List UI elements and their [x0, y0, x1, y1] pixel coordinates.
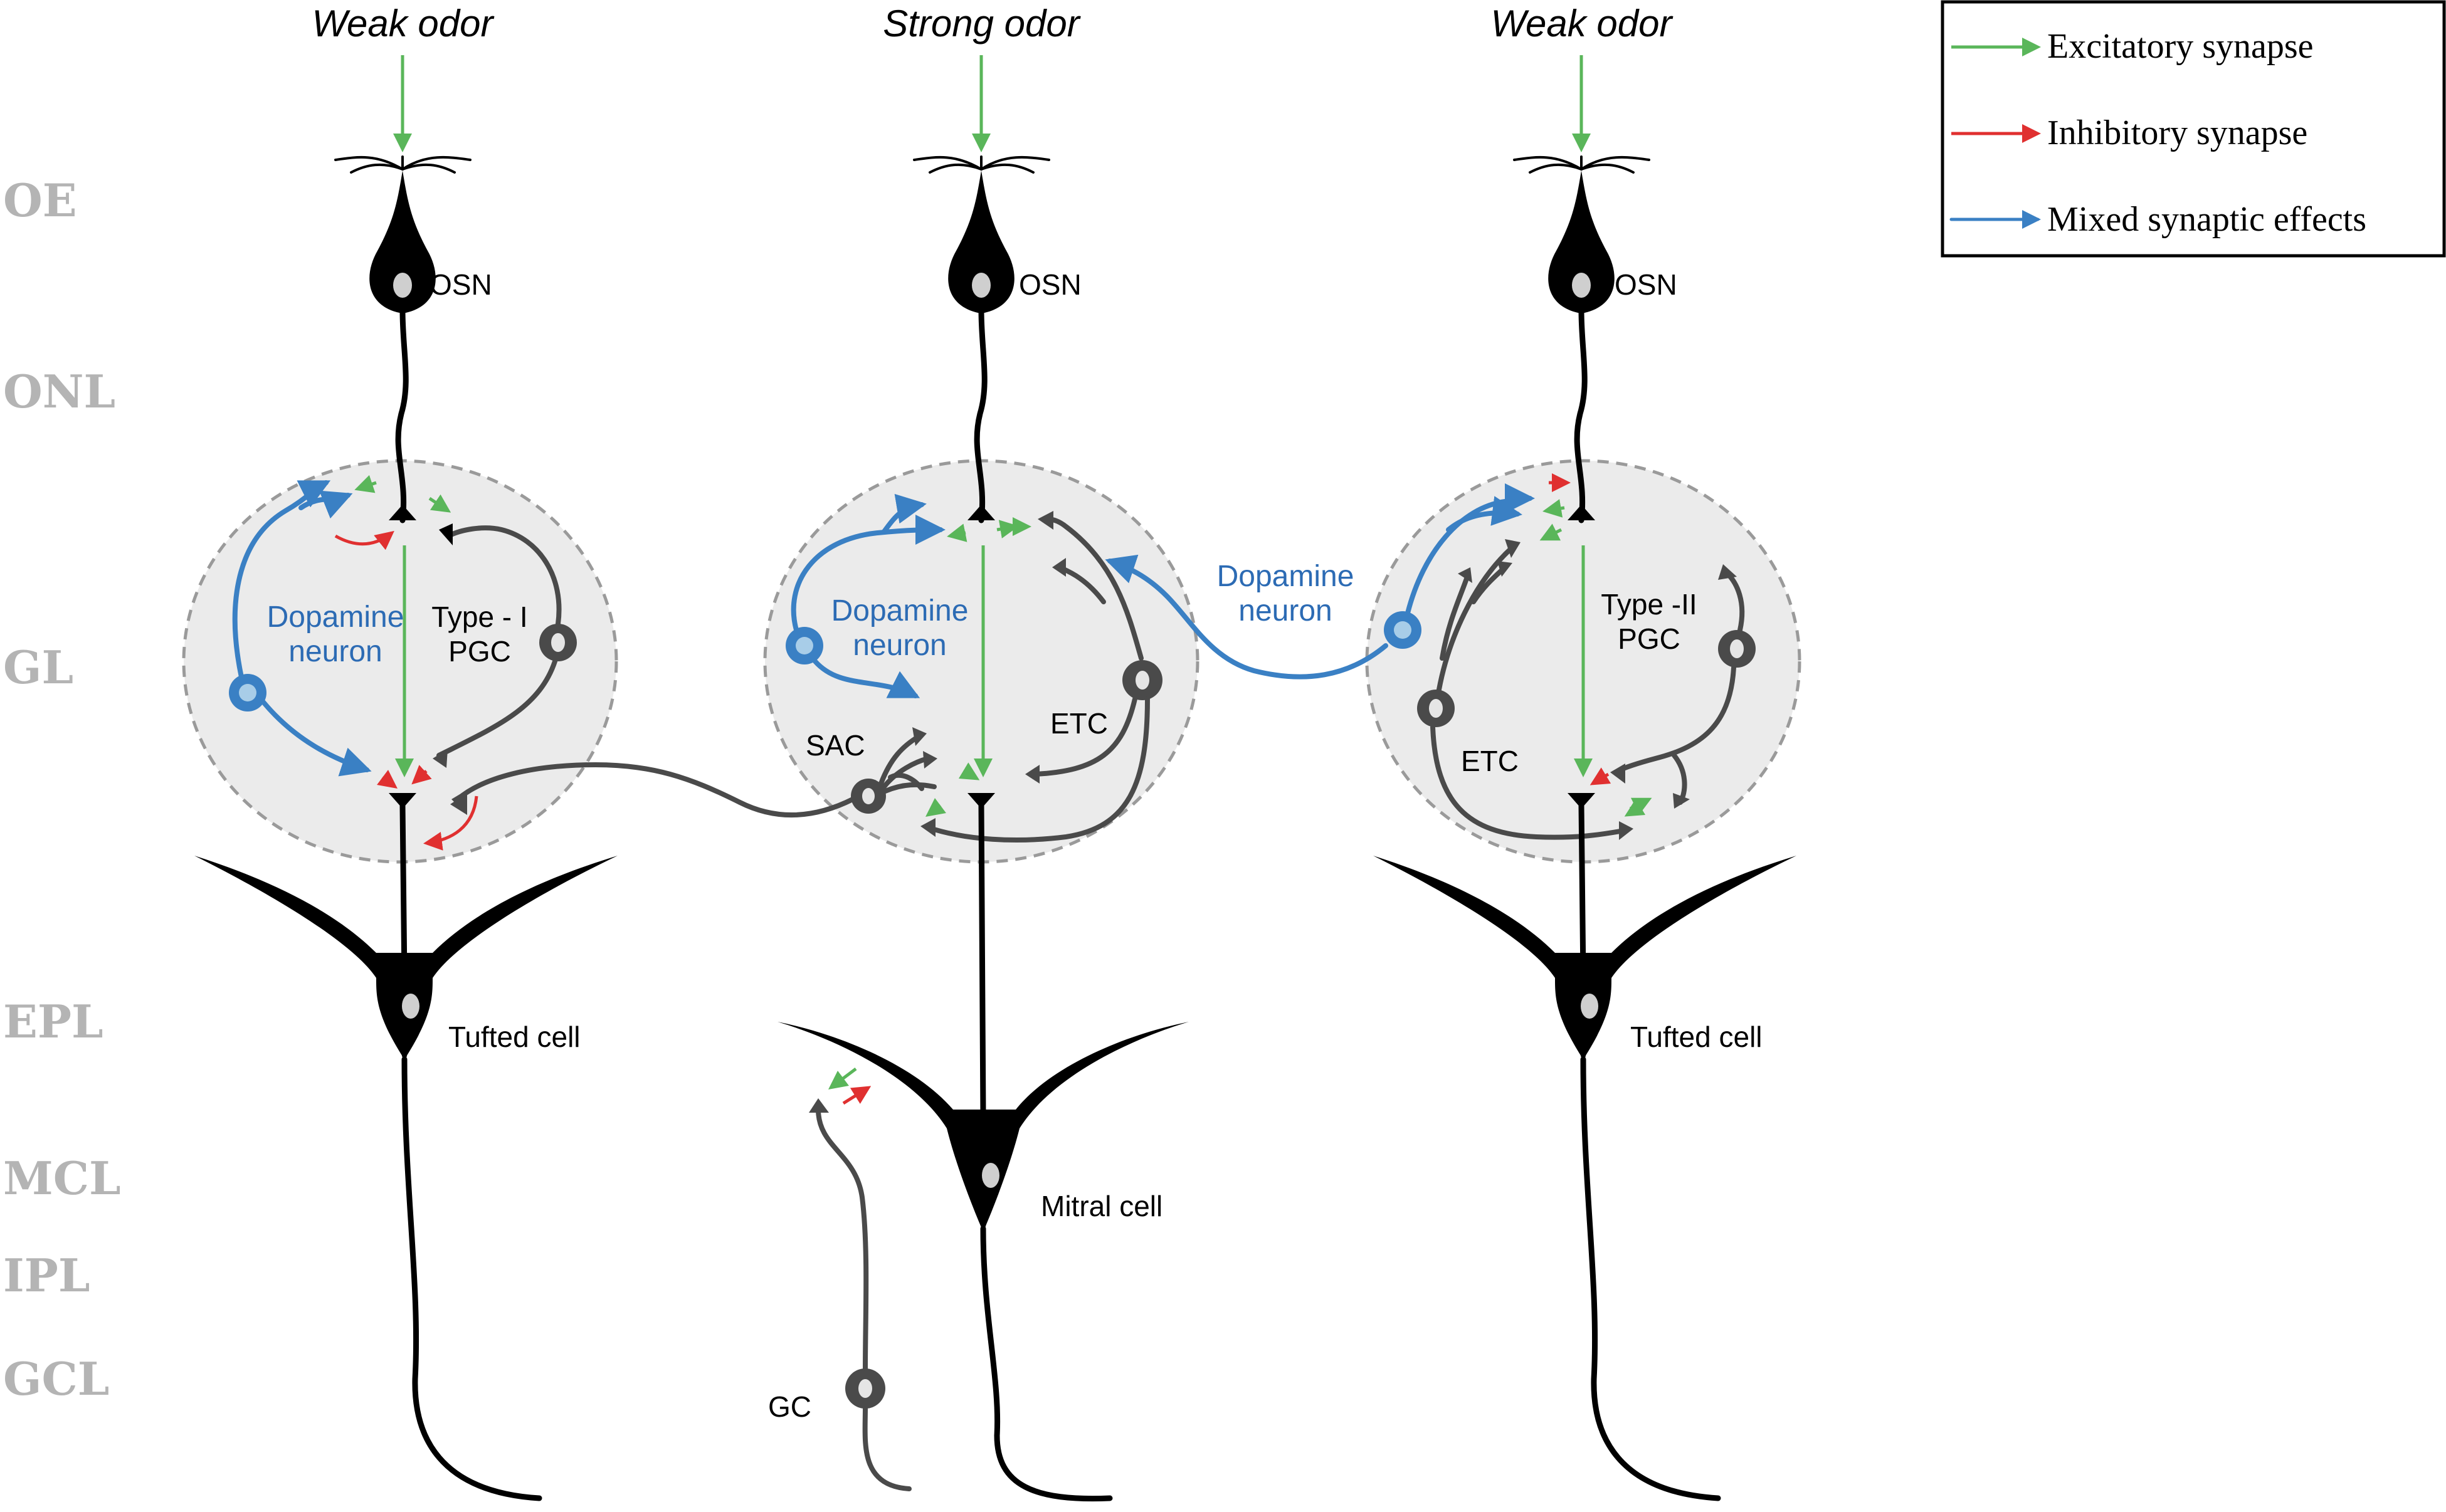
osn-label-right: OSN — [1615, 268, 1677, 301]
sac-middle: SAC — [450, 727, 937, 818]
etc-label-middle: ETC — [1050, 707, 1108, 740]
tufted-label-left: Tufted cell — [448, 1021, 581, 1053]
osn-cilia-middle — [913, 155, 1050, 174]
legend-mixed-label: Mixed synaptic effects — [2047, 200, 2366, 239]
osn-terminal-left — [389, 505, 416, 520]
odor-label-right: Weak odor — [1490, 3, 1673, 45]
tufted-cell-soma-right — [1373, 856, 1796, 1059]
etc-right: ETC — [1417, 539, 1633, 840]
glomeruli — [182, 459, 1801, 864]
legend: Excitatory synapse Inhibitory synapse Mi… — [1941, 0, 2446, 258]
dopamine-label-left-2: neuron — [288, 635, 382, 668]
dopamine-label-middle-1: Dopamine — [831, 594, 969, 627]
layer-ipl: IPL — [3, 1249, 90, 1302]
osn-soma-right — [1548, 171, 1615, 313]
sac-label: SAC — [806, 729, 865, 762]
osn-cilia-left — [334, 155, 472, 174]
type2-label-2: PGC — [1618, 622, 1680, 655]
column-left: Dopamine neuron Type - I PGC Tuf — [194, 155, 618, 1501]
tufted-cell-soma-left — [194, 856, 618, 1059]
gc-label: GC — [768, 1390, 811, 1423]
osn-soma-middle — [948, 171, 1015, 313]
tufted-axon-left — [401, 1056, 542, 1501]
dopamine-neuron-right: Dopamine neuron — [1105, 483, 1535, 680]
type1-pgc-left: Type - I PGC — [431, 523, 577, 768]
type1-label-2: PGC — [448, 635, 511, 668]
mitral-label: Mitral cell — [1041, 1190, 1162, 1222]
layer-oe: OE — [3, 174, 77, 227]
legend-excitatory-label: Excitatory synapse — [2047, 27, 2314, 66]
type1-label-1: Type - I — [431, 601, 527, 633]
dopamine-neuron-middle: Dopamine neuron — [786, 493, 969, 698]
osn-axon-left — [395, 307, 409, 523]
type2-pgc-right: Type -II PGC — [1601, 564, 1756, 809]
type2-label-1: Type -II — [1601, 588, 1697, 621]
osn-cilia-right — [1513, 155, 1650, 174]
layer-onl: ONL — [3, 365, 115, 418]
odor-inputs: Weak odor Strong odor Weak odor — [312, 3, 1674, 152]
granule-cell: GC — [768, 1098, 912, 1491]
dopamine-label-right-1: Dopamine — [1217, 560, 1354, 593]
tufted-label-right: Tufted cell — [1630, 1021, 1763, 1053]
osn-label-middle: OSN — [1019, 268, 1082, 301]
dopamine-neuron-left: Dopamine neuron — [229, 480, 404, 777]
etc-label-right: ETC — [1461, 745, 1519, 777]
layer-gl: GL — [3, 641, 73, 694]
column-right: ETC Type -II PGC Tufted cell OSN — [1373, 155, 1796, 1501]
etc-middle: ETC — [920, 511, 1162, 843]
osn-soma-left — [369, 171, 436, 313]
odor-label-left: Weak odor — [312, 3, 494, 45]
dopamine-label-middle-2: neuron — [853, 629, 946, 662]
dopamine-label-right-2: neuron — [1238, 594, 1332, 627]
column-middle: Dopamine neuron ETC — [450, 155, 1189, 1502]
odor-label-middle: Strong odor — [883, 3, 1081, 45]
osn-label-left: OSN — [430, 268, 492, 301]
layer-gcl: GCL — [3, 1352, 109, 1405]
layer-mcl: MCL — [3, 1152, 121, 1205]
dopamine-label-left-1: Dopamine — [267, 601, 404, 634]
layer-labels: OE ONL GL EPL MCL IPL GCL — [3, 174, 121, 1405]
layer-epl: EPL — [3, 995, 103, 1048]
osn-nucleus-left — [393, 273, 412, 298]
legend-inhibitory-label: Inhibitory synapse — [2047, 113, 2307, 152]
